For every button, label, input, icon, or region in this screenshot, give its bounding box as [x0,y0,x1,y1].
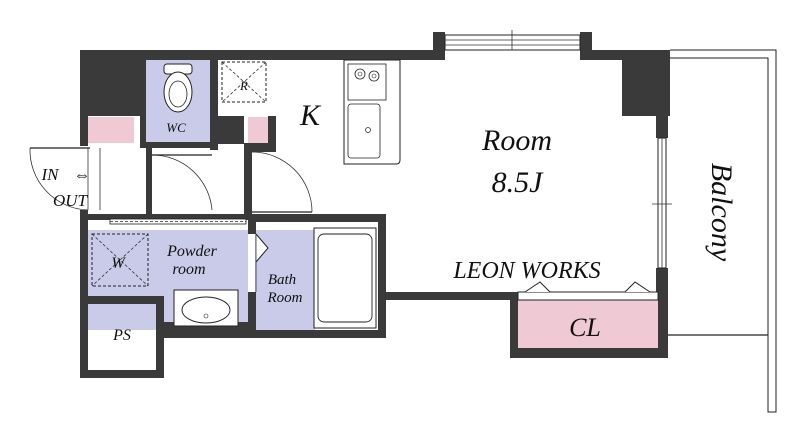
entrance-arrow-icon: ⇔ [74,165,91,184]
entrance-door [29,147,213,211]
balcony-rail [668,49,777,413]
kitchen-label: K [299,99,322,132]
wall-wc-right [210,60,218,150]
wall-wc-bottom [140,142,218,148]
wc-label: WC [166,120,186,135]
kitchen-small-cabinet [248,117,268,143]
wall-hall-mid [244,143,276,152]
bathtub [313,227,377,329]
wall-closet-left [510,292,518,358]
wall-closet-right [658,292,668,358]
balcony-label: Balcony [705,163,738,262]
entrance-in-label: IN [41,165,61,184]
wall-ps-top [80,296,164,304]
window-balcony [652,137,672,269]
wall-ps-right [156,300,164,378]
wall-bottom-ps [80,370,164,378]
powder-sliding-door [109,218,247,225]
closet-floor [518,300,658,348]
entrance-shoe-box [88,117,134,143]
refrigerator-space [221,61,267,103]
wall-closet-bottom [510,348,668,358]
wall-bath-right [378,222,386,338]
wall-wc-left [140,60,146,148]
bath-room-label-1: Bath [268,272,296,288]
washer-space [91,233,149,287]
wall-bath-top [248,214,386,222]
wall-top-left [80,50,435,60]
wall-bottom-mid [156,330,386,338]
wall-right-lower [656,268,668,300]
stove-burner-icon [368,70,380,82]
wall-wet-top [88,214,248,220]
bath-room-label-2: Room [267,290,303,306]
wall-powder-bath-divider [248,222,256,234]
entrance-out-label: OUT [53,191,89,210]
wall-top-right [592,50,622,60]
brand-label: LEON WORKS [452,258,600,284]
powder-room-label-1: Powder [166,243,218,260]
wash-basin [173,289,239,327]
closet-label: CL [569,313,601,342]
wall-window-right-pier [580,32,592,60]
toilet [163,63,193,113]
pipe-space-label: PS [112,327,131,344]
wall-right-upper [656,116,668,138]
wall-left-upper [80,116,88,146]
column-top-right [622,50,670,116]
powder-room-label-2: room [172,261,205,278]
column-top-left [80,50,142,116]
bath-door [255,233,269,292]
closet-doors [517,281,659,301]
wall-cabinet-right [268,116,276,152]
kitchen-counter [343,59,401,165]
stove-burner-icon [354,68,366,80]
hall-door [251,151,313,213]
washer-label: W [111,255,126,272]
wall-cabinet-left [218,116,244,144]
wall-bottom-room [378,292,518,300]
wall-hall-post [244,152,252,214]
wall-window-left-pier [433,32,445,60]
wall-powder-bottom [164,322,254,332]
wall-powder-bath-divider-low [248,292,256,332]
wall-left-lower [80,210,88,378]
window-top [444,30,581,51]
refrigerator-label: R [239,78,248,93]
wall-entrance-post [146,148,152,218]
kitchen-sink [347,103,381,159]
room-label: Room [481,124,552,157]
room-size-label: 8.5J [492,166,545,199]
